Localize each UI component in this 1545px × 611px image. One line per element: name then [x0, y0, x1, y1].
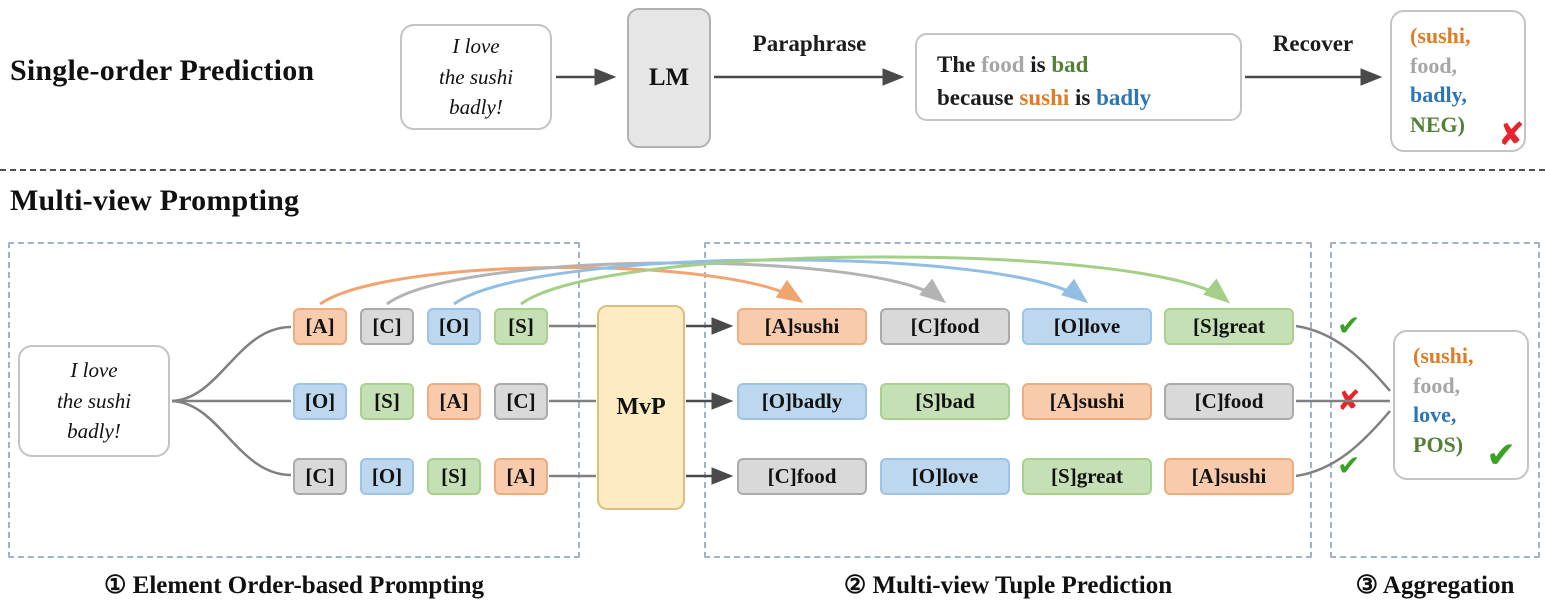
word-is-1: is — [1030, 52, 1046, 77]
tuple-sentiment: NEG) — [1410, 112, 1465, 138]
prompt-tag-aspect: [A] — [494, 458, 548, 495]
word-bad: bad — [1051, 52, 1089, 77]
tuple-category: food, — [1410, 52, 1458, 78]
word-is-2: is — [1075, 85, 1091, 111]
input-line-2: the sushi — [56, 388, 132, 413]
prompt-tag-aspect: [A] — [427, 383, 481, 420]
row1-check-icon: ✔ — [1337, 309, 1361, 342]
prompt-tag-opinion: [O] — [427, 308, 481, 345]
output-tag-category: [C]food — [737, 458, 867, 495]
wrong-cross-icon: ✘ — [1498, 115, 1525, 153]
prompt-tag-aspect: [A] — [293, 308, 347, 345]
output-tag-aspect: [A]sushi — [1022, 383, 1152, 420]
prompt-tag-sentiment: [S] — [360, 383, 414, 420]
caption-step1: ① Element Order-based Prompting — [103, 572, 485, 599]
input-line-2: the sushi — [438, 64, 514, 89]
word-food: food — [981, 52, 1025, 77]
output-tag-aspect: [A]sushi — [1164, 458, 1294, 495]
output-tag-category: [C]food — [880, 308, 1010, 345]
tuple-sentiment: POS) — [1413, 432, 1464, 458]
tuple-category: food, — [1413, 372, 1461, 398]
paraphrase-label: Paraphrase — [752, 31, 867, 56]
tuple-opinion: badly, — [1410, 82, 1467, 108]
prompt-tag-sentiment: [S] — [427, 458, 481, 495]
input-line-1: I love — [70, 358, 118, 383]
output-tag-sentiment: [S]great — [1022, 458, 1152, 495]
input-line-3: badly! — [67, 419, 121, 444]
row3-check-icon: ✔ — [1337, 449, 1361, 482]
prompt-tag-category: [C] — [360, 308, 414, 345]
output-tag-opinion: [O]badly — [737, 383, 867, 420]
prompt-tag-opinion: [O] — [360, 458, 414, 495]
lm-box: LM — [627, 8, 711, 148]
prompt-tag-category: [C] — [293, 458, 347, 495]
single-order-input-box: I love the sushi badly! — [400, 24, 552, 130]
single-order-tuple-box: (sushi, food, badly, NEG) — [1390, 10, 1526, 152]
output-tag-sentiment: [S]bad — [880, 383, 1010, 420]
section-divider — [0, 169, 1545, 171]
single-order-title: Single-order Prediction — [10, 54, 315, 87]
paraphrased-sentence-box: The food is bad because sushi is badly — [915, 33, 1242, 121]
sentence-line-1: The food is bad — [937, 48, 1240, 81]
caption-step2: ② Multi-view Tuple Prediction — [843, 572, 1173, 599]
input-line-1: I love — [452, 34, 500, 59]
output-tag-category: [C]food — [1164, 383, 1294, 420]
word-sushi: sushi — [1019, 85, 1070, 111]
multi-view-input-box: I love the sushi badly! — [18, 345, 170, 457]
prompt-tag-opinion: [O] — [293, 383, 347, 420]
output-tag-aspect: [A]sushi — [737, 308, 867, 345]
aggregation-tuple-box: (sushi, food, love, POS) — [1393, 330, 1529, 480]
output-tag-opinion: [O]love — [1022, 308, 1152, 345]
tuple-opinion: love, — [1413, 402, 1457, 428]
word-because: because — [937, 85, 1014, 111]
tuple-aspect: (sushi, — [1413, 343, 1474, 368]
aggregation-check-icon: ✔ — [1486, 435, 1517, 476]
tuple-aspect: (sushi, — [1410, 23, 1471, 48]
row2-cross-icon: ✘ — [1337, 384, 1361, 417]
word-badly: badly — [1096, 85, 1152, 111]
prompt-tag-sentiment: [S] — [494, 308, 548, 345]
mvp-model-box: MvP — [597, 305, 685, 510]
sentence-line-2: because sushi is badly — [937, 81, 1240, 114]
prompt-tag-category: [C] — [494, 383, 548, 420]
output-tag-opinion: [O]love — [880, 458, 1010, 495]
recover-label: Recover — [1272, 31, 1354, 56]
multi-view-title: Multi-view Prompting — [10, 184, 300, 217]
caption-step3: ③ Aggregation — [1355, 572, 1515, 599]
word-the: The — [937, 52, 976, 77]
input-line-3: badly! — [449, 95, 503, 120]
output-tag-sentiment: [S]great — [1164, 308, 1294, 345]
